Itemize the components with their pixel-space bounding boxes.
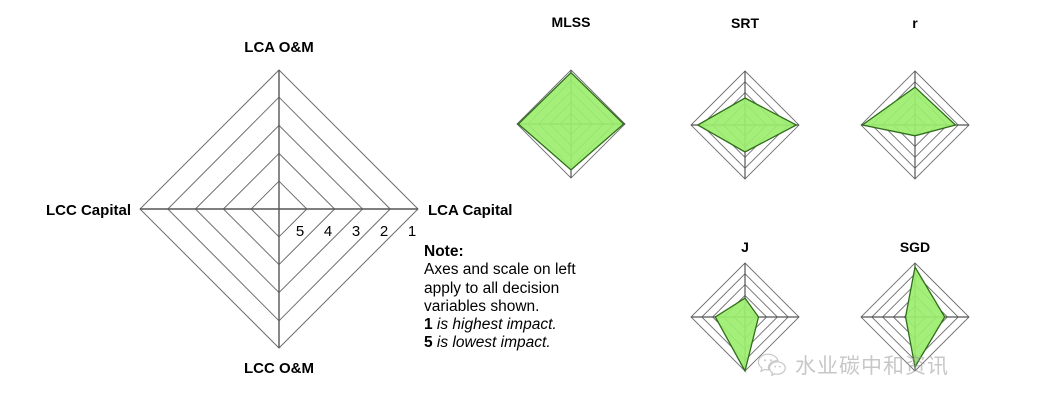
small-radar-title-j: J xyxy=(741,239,749,255)
small-radar-j-area xyxy=(714,297,760,373)
small-radar-j: J xyxy=(690,239,800,373)
small-radar-mlss-area xyxy=(517,71,625,171)
small-radar-sgd: SGD xyxy=(860,239,970,372)
scale-tick-2: 2 xyxy=(380,223,388,240)
scale-tick-5: 5 xyxy=(296,223,304,240)
small-radar-mlss: MLSS xyxy=(516,14,626,179)
note-line-5-text: is lowest impact. xyxy=(432,334,551,352)
small-radar-title-sgd: SGD xyxy=(900,239,930,255)
note-line-4-number: 1 xyxy=(424,316,433,334)
note-line-4: 1 is highest impact. xyxy=(424,316,634,334)
main-radar-chart: LCA O&M LCA Capital LCC O&M LCC Capital … xyxy=(46,39,512,377)
note-line-2: apply to all decision xyxy=(424,279,560,297)
small-radar-srt-area xyxy=(696,97,798,153)
small-radar-srt: SRT xyxy=(690,15,800,180)
note-line-3: variables shown. xyxy=(424,297,540,315)
small-radar-sgd-area xyxy=(904,265,946,369)
scale-tick-4: 4 xyxy=(324,223,332,240)
main-axis-label-right: LCA Capital xyxy=(428,202,512,219)
main-radar-axes xyxy=(140,70,418,348)
note-line-5-number: 5 xyxy=(424,334,433,352)
main-axis-label-bottom: LCC O&M xyxy=(244,360,314,377)
small-radar-r: r xyxy=(860,15,970,180)
small-radar-title-mlss: MLSS xyxy=(552,14,591,30)
scale-tick-3: 3 xyxy=(352,223,360,240)
main-axis-label-left: LCC Capital xyxy=(46,202,131,219)
small-radar-title-r: r xyxy=(912,15,918,31)
main-axis-label-top: LCA O&M xyxy=(244,39,313,56)
note-line-1: Axes and scale on left xyxy=(424,261,576,279)
note-heading: Note: xyxy=(424,243,464,260)
small-multiples-group: MLSS SRT xyxy=(516,14,970,373)
small-radar-r-area xyxy=(860,86,957,137)
small-radar-title-srt: SRT xyxy=(731,15,759,31)
note-line-4-text: is highest impact. xyxy=(432,316,557,334)
note-block: Note: Axes and scale on left apply to al… xyxy=(424,243,634,353)
note-line-5: 5 is lowest impact. xyxy=(424,334,634,352)
scale-tick-1: 1 xyxy=(408,223,416,240)
